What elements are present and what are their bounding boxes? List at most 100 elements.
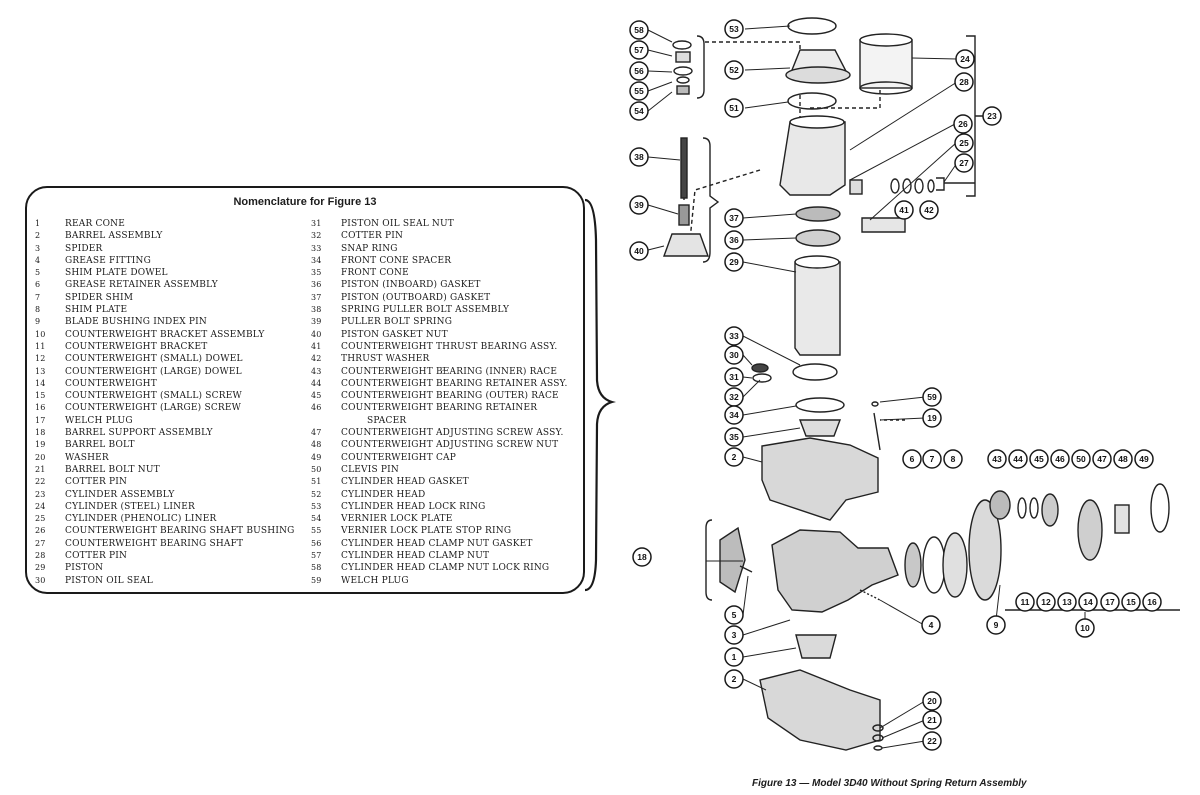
item-number: 13 xyxy=(35,366,46,376)
callout-number: 38 xyxy=(634,152,644,162)
callout-number: 14 xyxy=(1083,597,1093,607)
item-label: COUNTERWEIGHT BEARING (INNER) RACE xyxy=(341,366,558,377)
item-label: SPACER xyxy=(367,415,407,426)
callout-circle xyxy=(982,106,1002,126)
callout-29: 29 xyxy=(724,252,744,272)
callout-circle xyxy=(1050,449,1070,469)
item-number: 40 xyxy=(311,329,322,339)
callout-circle xyxy=(629,61,649,81)
item-label: SHIM PLATE xyxy=(65,305,128,316)
callout-circle xyxy=(724,252,744,272)
item-label: SPIDER SHIM xyxy=(65,292,134,303)
callout-47: 47 xyxy=(1092,449,1112,469)
callout-2: 2 xyxy=(724,669,744,689)
callout-circle xyxy=(724,669,744,689)
callout-circle xyxy=(1100,592,1120,612)
callout-circle xyxy=(629,147,649,167)
callout-number: 41 xyxy=(899,205,909,215)
callout-15: 15 xyxy=(1121,592,1141,612)
callout-number: 57 xyxy=(634,45,644,55)
callout-circle xyxy=(1142,592,1162,612)
callout-circle xyxy=(629,195,649,215)
callout-circle xyxy=(987,449,1007,469)
callout-8: 8 xyxy=(943,449,963,469)
callout-circle xyxy=(1078,592,1098,612)
callout-circle xyxy=(1008,449,1028,469)
callout-number: 26 xyxy=(958,119,968,129)
callout-12: 12 xyxy=(1036,592,1056,612)
callout-circle xyxy=(724,60,744,80)
item-number: 44 xyxy=(311,378,322,388)
item-number: 25 xyxy=(35,514,46,524)
callout-25: 25 xyxy=(954,133,974,153)
callout-circle xyxy=(724,230,744,250)
scan-mark: 3 xyxy=(440,367,446,377)
item-number: 7 xyxy=(35,292,41,302)
item-label: COUNTERWEIGHT ADJUSTING SCREW ASSY. xyxy=(341,428,564,439)
callout-number: 6 xyxy=(910,454,915,464)
callout-circle xyxy=(922,731,942,751)
item-number: 58 xyxy=(311,563,322,573)
item-label: THRUST WASHER xyxy=(341,354,430,365)
nomenclature-row: 50 CLEVIS PIN xyxy=(311,464,568,476)
item-label: PISTON OIL SEAL xyxy=(65,575,153,586)
item-number: 1 xyxy=(35,219,41,228)
item-number: 29 xyxy=(35,563,46,573)
callout-circle xyxy=(954,153,974,173)
item-number: 26 xyxy=(35,526,46,536)
callout-54: 54 xyxy=(629,101,649,121)
callout-49: 49 xyxy=(1134,449,1154,469)
callout-number: 11 xyxy=(1021,597,1030,607)
callout-circle xyxy=(954,133,974,153)
callout-57: 57 xyxy=(629,40,649,60)
item-label: COUNTERWEIGHT THRUST BEARING ASSY. xyxy=(341,341,558,352)
callout-41: 41 xyxy=(894,200,914,220)
callout-circle xyxy=(943,449,963,469)
callout-3: 3 xyxy=(724,625,744,645)
callout-number: 48 xyxy=(1118,454,1128,464)
item-number: 54 xyxy=(311,514,322,524)
item-label: COUNTERWEIGHT BEARING (OUTER) RACE xyxy=(341,391,559,402)
callout-55: 55 xyxy=(629,81,649,101)
callout-16: 16 xyxy=(1142,592,1162,612)
item-number: 23 xyxy=(35,489,46,499)
nomenclature-row: SPACER xyxy=(311,415,568,427)
item-number: 50 xyxy=(311,464,322,474)
item-label: PISTON (OUTBOARD) GASKET xyxy=(341,292,491,303)
item-number: 9 xyxy=(35,317,41,327)
item-label: CLEVIS PIN xyxy=(341,464,399,475)
callout-23: 23 xyxy=(982,106,1002,126)
item-number: 48 xyxy=(311,440,322,450)
callout-4: 4 xyxy=(921,615,941,635)
callout-21: 21 xyxy=(922,710,942,730)
callout-53: 53 xyxy=(724,19,744,39)
item-label: COTTER PIN xyxy=(65,551,128,562)
callout-number: 18 xyxy=(637,552,647,562)
item-label: GREASE FITTING xyxy=(65,255,152,266)
callout-number: 53 xyxy=(729,24,739,34)
callout-number: 22 xyxy=(927,736,937,746)
callout-circle xyxy=(1071,449,1091,469)
callout-circle xyxy=(629,241,649,261)
callout-circle xyxy=(1134,449,1154,469)
callout-circle xyxy=(1036,592,1056,612)
item-label: BLADE BUSHING INDEX PIN xyxy=(65,317,207,328)
callout-number: 58 xyxy=(634,25,644,35)
